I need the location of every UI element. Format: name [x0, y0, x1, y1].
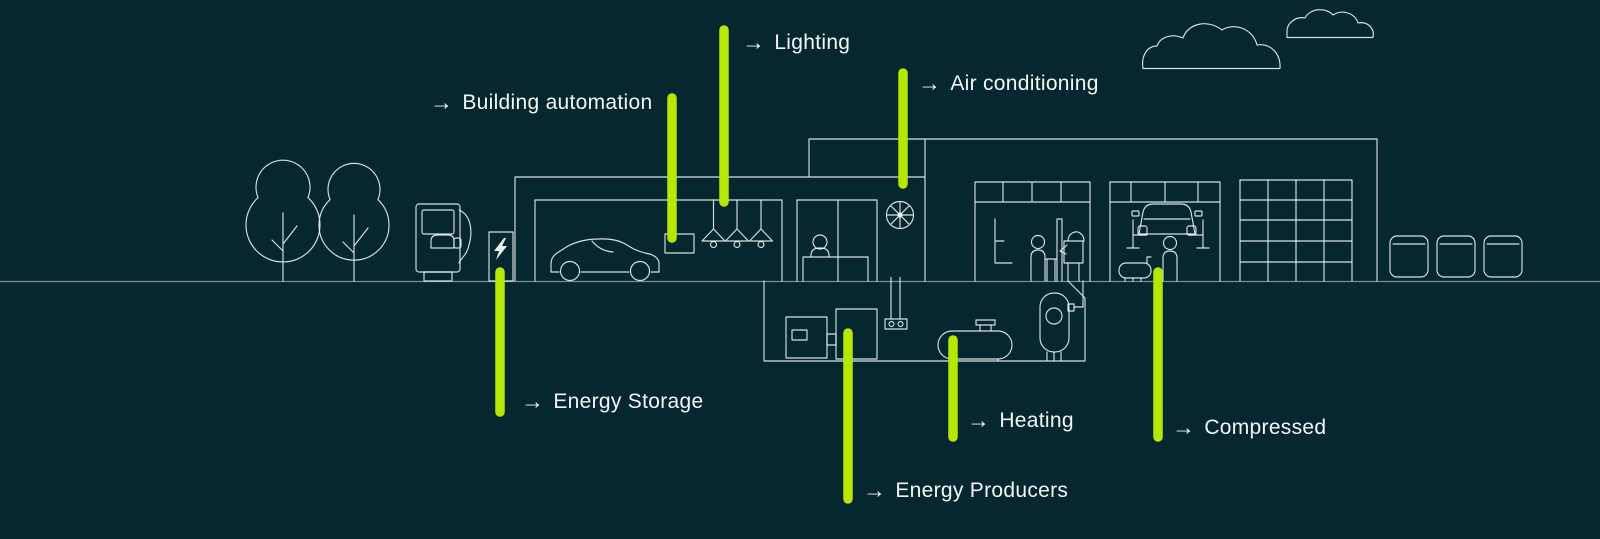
container-icon — [1389, 235, 1429, 278]
storage-rack — [1239, 179, 1353, 282]
callout-text: Air conditioning — [950, 72, 1099, 95]
callout-label-compressed[interactable]: → Compressed — [1172, 414, 1327, 441]
basement-room — [763, 276, 1086, 362]
building-automation-panel-icon — [664, 233, 695, 254]
callout-label-energy-producers[interactable]: → Energy Producers — [863, 477, 1069, 504]
callout-text: Energy Producers — [895, 479, 1069, 502]
pendant-lamp-icon — [748, 199, 774, 249]
fan-icon — [885, 200, 915, 230]
arrow-right-icon: → — [863, 477, 887, 503]
lifted-car-icon — [1131, 203, 1203, 236]
lightning-bolt-icon — [494, 238, 507, 260]
cloud-icon — [1142, 23, 1281, 70]
reception-area — [796, 199, 878, 282]
arrow-right-icon: → — [918, 70, 942, 96]
receptionist-person-icon — [812, 234, 828, 250]
arrow-right-icon: → — [1172, 414, 1196, 440]
arrow-right-icon: → — [521, 388, 545, 414]
inverter-cabinet-icon — [785, 316, 828, 359]
service-person-icon — [1030, 234, 1046, 250]
meter-icon — [884, 276, 908, 330]
arrow-right-icon: → — [967, 407, 991, 433]
callout-label-energy-storage[interactable]: → Energy Storage — [521, 388, 704, 415]
arrow-right-icon: → — [742, 29, 766, 55]
callout-text: Building automation — [462, 91, 653, 114]
mechanic-person-icon — [1162, 235, 1178, 251]
air-compressor-icon — [1118, 256, 1152, 282]
cloud-icon — [1286, 9, 1374, 39]
container-icon — [1436, 235, 1476, 278]
tree-icon — [318, 162, 390, 282]
car-icon — [550, 238, 660, 282]
container-icon — [1483, 235, 1523, 278]
callout-label-lighting[interactable]: → Lighting — [742, 29, 851, 56]
main-building — [808, 138, 1378, 282]
energy-producer-unit-icon — [835, 308, 878, 360]
lift-bay — [1109, 181, 1221, 282]
callout-label-heating[interactable]: → Heating — [967, 407, 1074, 434]
pendant-lamp-icon — [701, 199, 726, 249]
tree-icon — [245, 159, 321, 282]
boiler-icon — [1039, 280, 1084, 362]
callout-text: Energy Storage — [553, 390, 704, 413]
callout-text: Compressed — [1204, 416, 1327, 439]
callout-text: Lighting — [774, 31, 851, 54]
service-room — [974, 181, 1091, 282]
reception-desk — [802, 256, 869, 282]
arrow-right-icon: → — [430, 89, 454, 115]
callout-label-building-automation[interactable]: → Building automation — [430, 89, 653, 116]
car-lift-posts-icon — [1126, 219, 1210, 249]
callout-text: Heating — [999, 409, 1074, 432]
pendant-lamp-icon — [724, 199, 750, 249]
charging-machine-icon — [1059, 231, 1085, 282]
showroom-building — [514, 176, 926, 282]
callout-label-air-conditioning[interactable]: → Air conditioning — [918, 70, 1099, 97]
fuel-pump-icon — [415, 203, 472, 282]
